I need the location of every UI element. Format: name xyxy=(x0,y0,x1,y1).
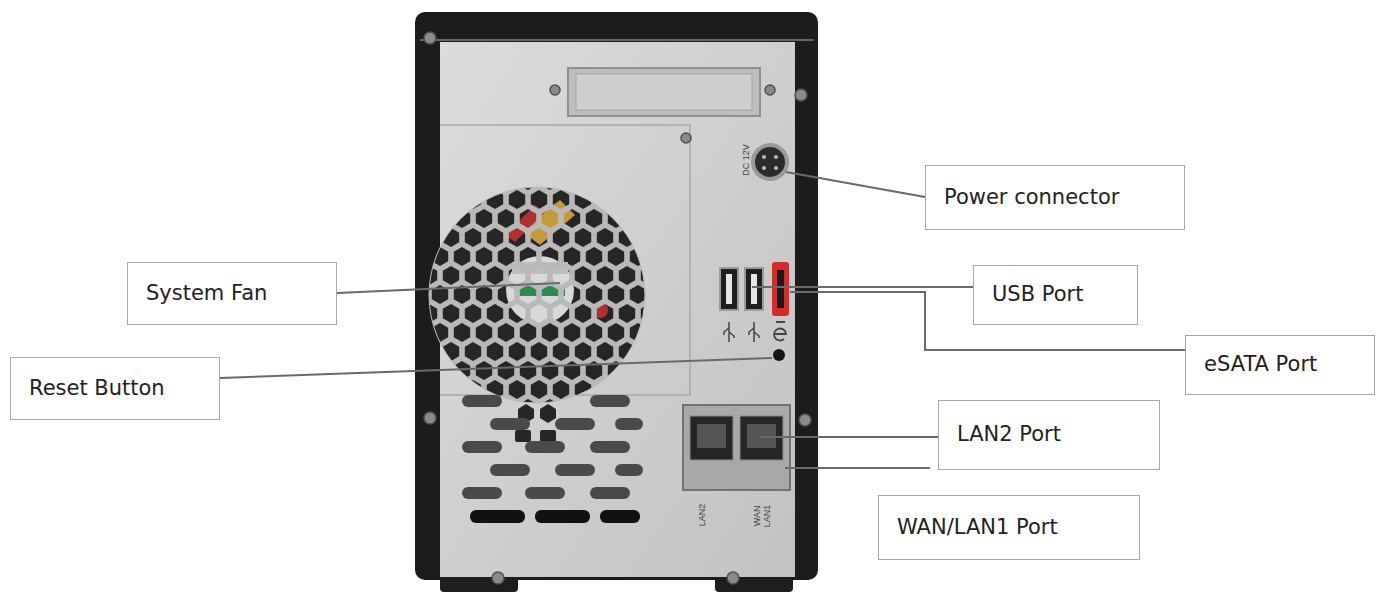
callout-text: Reset Button xyxy=(29,376,165,401)
callout-box: WAN/LAN1 Port xyxy=(878,495,1140,560)
slot-cover xyxy=(576,74,752,110)
esata-port xyxy=(772,262,789,316)
rj45-jack xyxy=(690,416,733,460)
power-pins xyxy=(762,155,778,170)
callout-text: WAN/LAN1 Port xyxy=(897,515,1058,540)
edge-line xyxy=(420,39,814,41)
fan-outline xyxy=(429,187,645,403)
system-fan xyxy=(429,187,645,403)
power-jack xyxy=(753,145,787,179)
rj45-contacts xyxy=(697,424,726,448)
usb-tongue xyxy=(726,274,732,304)
callout-box: LAN2 Port xyxy=(938,400,1160,470)
callout-box: USB Port xyxy=(973,265,1138,325)
callout-text: System Fan xyxy=(146,281,267,306)
callout-text: eSATA Port xyxy=(1204,352,1317,377)
usb-port xyxy=(720,268,738,310)
callout-box: eSATA Port xyxy=(1185,335,1375,395)
panel-marking: WAN LAN1 xyxy=(753,501,773,531)
panel-marking: LAN2 xyxy=(698,500,708,530)
callout-text: Power connector xyxy=(944,185,1119,210)
usb-symbol xyxy=(724,322,759,342)
reset-button xyxy=(773,349,785,361)
callout-text: USB Port xyxy=(992,282,1083,307)
lan-housing xyxy=(683,405,790,490)
callout-box: System Fan xyxy=(127,262,337,325)
screws xyxy=(424,32,811,584)
callout-box: Power connector xyxy=(925,165,1185,230)
esata-slot xyxy=(777,270,784,308)
esata-symbol xyxy=(774,322,786,341)
panel-marking: DC 12V xyxy=(742,135,752,185)
usb-tongue xyxy=(751,274,757,304)
usb-port xyxy=(745,268,763,310)
expansion-slot xyxy=(568,68,760,116)
callout-box: Reset Button xyxy=(10,357,220,420)
case xyxy=(415,12,818,580)
callout-text: LAN2 Port xyxy=(957,422,1061,447)
vent-slots xyxy=(462,395,643,523)
